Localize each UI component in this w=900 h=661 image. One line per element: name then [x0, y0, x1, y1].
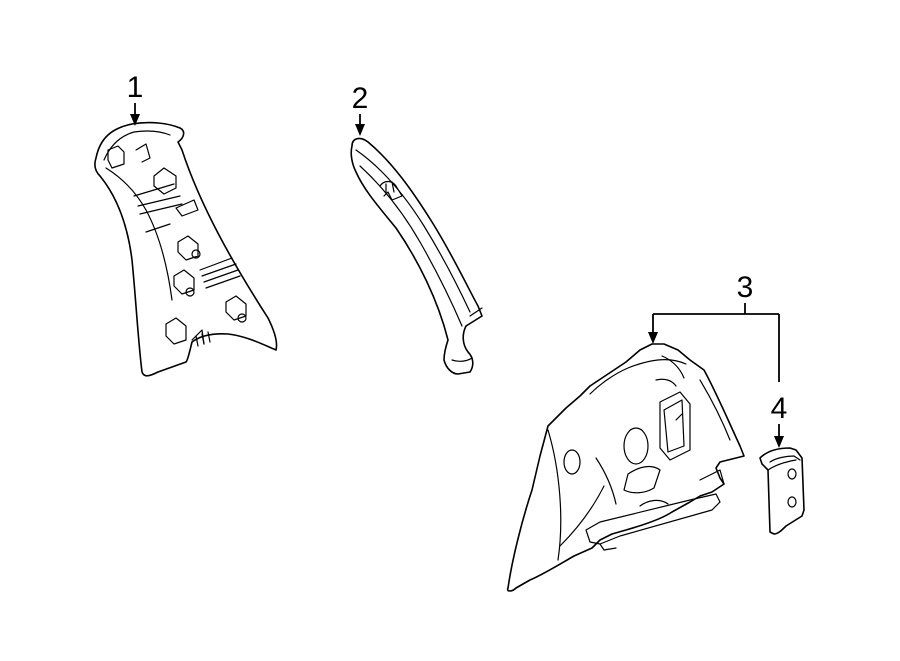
callout-2: 2 [352, 82, 369, 136]
callout-1-arrowhead [130, 114, 140, 126]
part-2-upper-trim [350, 137, 483, 375]
callout-3-arrowhead [648, 332, 658, 344]
part-1-pillar-trim [94, 121, 278, 377]
callout-4-label: 4 [771, 392, 788, 425]
callout-2-label: 2 [352, 82, 369, 115]
part-4-bracket [759, 447, 805, 535]
part-3-quarter-inner-panel [506, 343, 745, 592]
callout-2-arrowhead [355, 124, 365, 136]
callout-3-label: 3 [737, 271, 754, 304]
callout-4-arrowhead [774, 436, 784, 448]
callout-3: 3 [648, 271, 780, 382]
callout-1: 1 [127, 71, 144, 126]
callout-4: 4 [771, 392, 788, 448]
callout-1-label: 1 [127, 71, 144, 104]
